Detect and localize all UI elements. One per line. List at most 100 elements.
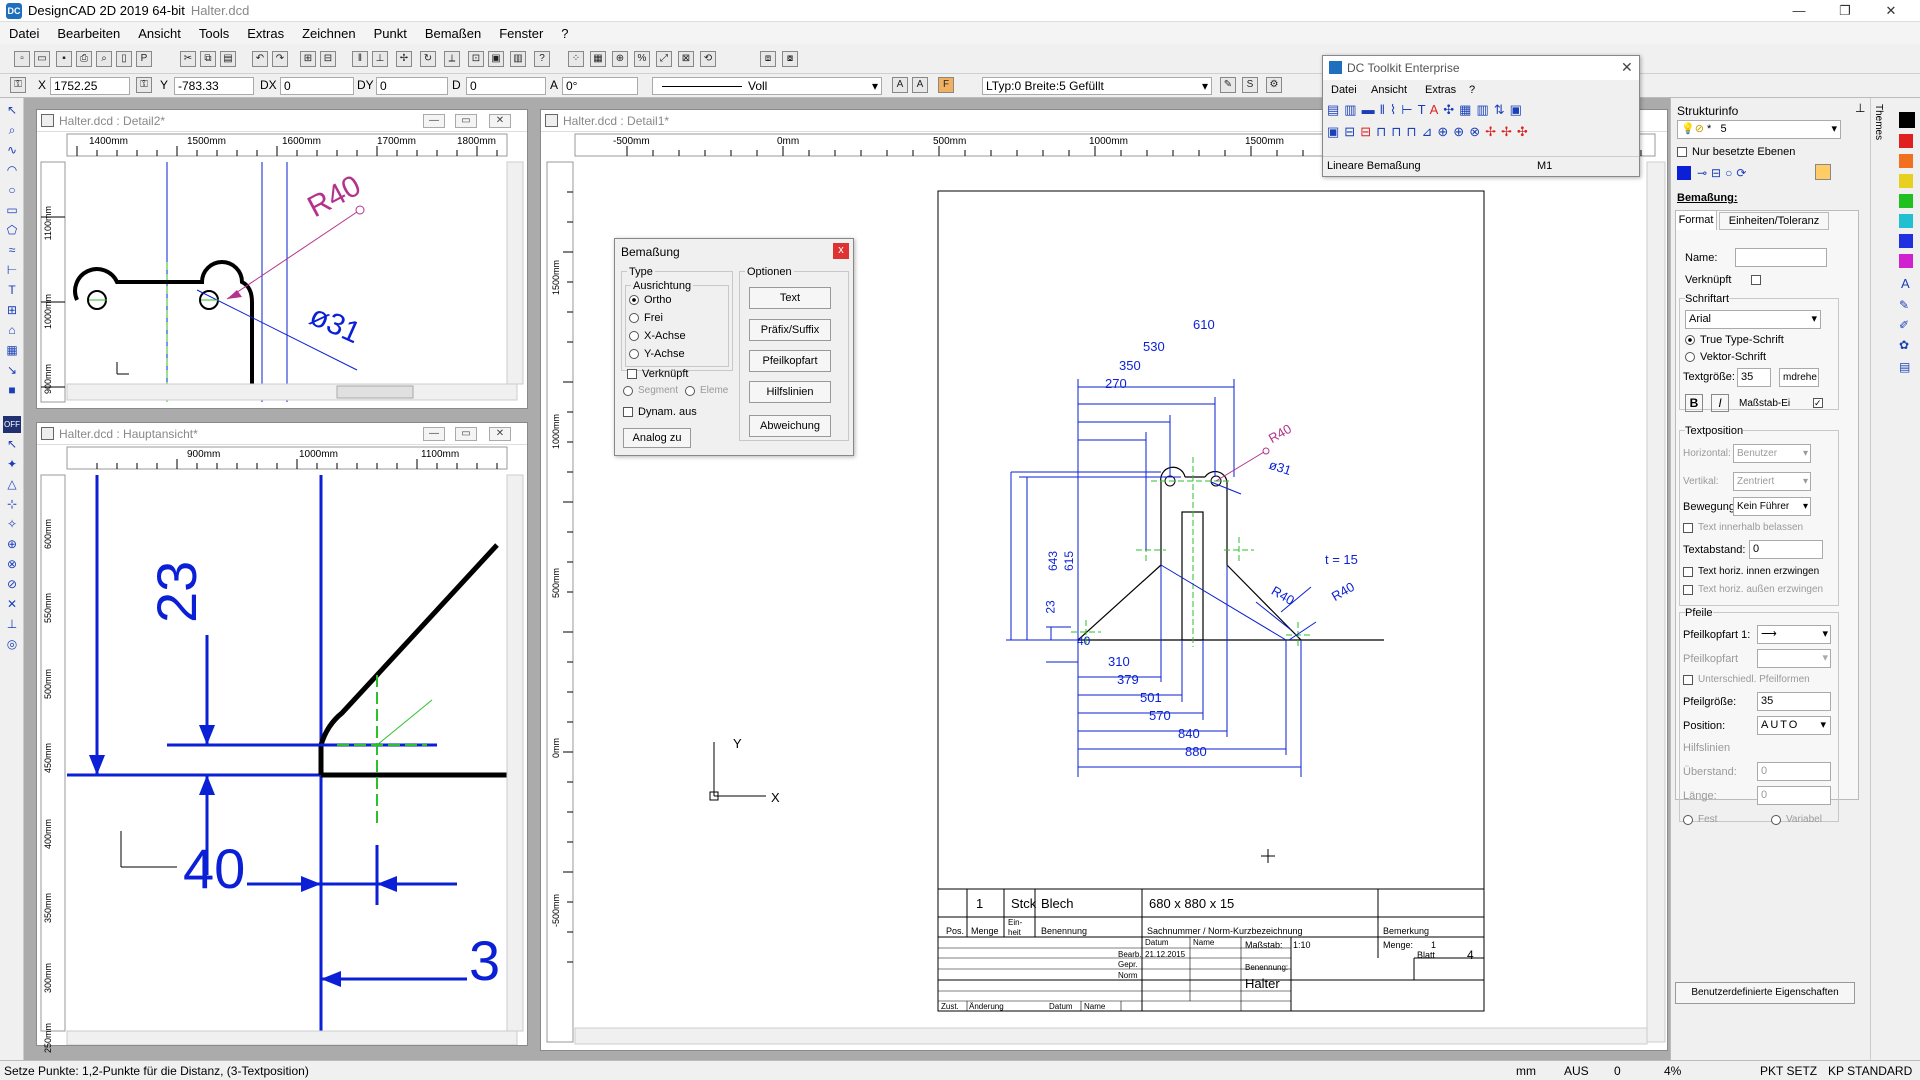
pen-icon[interactable]: ✎ (1899, 298, 1910, 312)
x-field[interactable]: 1752.25 (50, 77, 130, 95)
menu-extras[interactable]: Extras (247, 25, 285, 41)
undo-icon[interactable]: ↶ (252, 51, 268, 67)
measure-icon[interactable]: ↘ (6, 363, 18, 377)
linetype-select[interactable]: LTyp:0 Breite:5 Gefüllt▾ (982, 77, 1212, 95)
snap-tool-icon[interactable]: ✦ (6, 457, 18, 471)
end-icon[interactable]: ⊗ (6, 557, 18, 571)
detail2-canvas[interactable] (37, 132, 527, 408)
layers-icon[interactable]: ▤ (1899, 360, 1911, 374)
ungroup-icon[interactable]: ⧇ (782, 51, 798, 67)
close-icon[interactable]: x (833, 243, 849, 259)
off-icon[interactable]: OFF (3, 416, 21, 433)
export-icon[interactable]: P (136, 51, 152, 67)
ueberstand-input[interactable]: 0 (1757, 762, 1831, 781)
copy-icon[interactable]: ⧉ (200, 51, 216, 67)
minimize-icon[interactable]: — (423, 427, 445, 441)
intersect-icon[interactable]: ✕ (6, 597, 18, 611)
menu-help[interactable]: ? (561, 25, 569, 41)
nur-besetzte-checkbox[interactable]: Nur besetzte Ebenen (1677, 146, 1795, 158)
massstab-checkbox[interactable]: ✓ (1813, 398, 1823, 408)
menu-punkt[interactable]: Punkt (373, 25, 407, 41)
radio-variabel[interactable]: Variabel (1771, 814, 1822, 825)
grid-icon[interactable]: ⊕ (612, 51, 628, 67)
text-horiz-innen-checkbox[interactable]: Text horiz. innen erzwingen (1683, 566, 1819, 577)
print-icon[interactable]: ⎙ (76, 51, 92, 67)
pen-icon[interactable]: ✎ (1220, 77, 1236, 93)
menu-bemassen[interactable]: Bemaßen (424, 25, 482, 41)
mid-icon[interactable]: ⊘ (6, 577, 18, 591)
toolkit-row1-icons[interactable]: ▤▥▬‖⌇⊢TA✣▦▥⇅▣ (1327, 102, 1527, 117)
maximize-icon[interactable]: ❐ (1839, 3, 1851, 18)
pfeilkopfart2-select[interactable]: ▾ (1757, 649, 1831, 668)
maximize-icon[interactable]: ▭ (455, 427, 477, 441)
center-icon[interactable]: ⊕ (6, 537, 18, 551)
color-orange[interactable] (1899, 154, 1913, 168)
textgroesse-input[interactable]: 35 (1737, 368, 1771, 387)
tab-format[interactable]: Format (1675, 210, 1717, 230)
pfeilkopfart-button[interactable]: Pfeilkopfart (749, 350, 831, 372)
tab-einheiten[interactable]: Einheiten/Toleranz (1719, 212, 1829, 230)
horizontal-select[interactable]: Benutzer▾ (1733, 444, 1811, 463)
window-icon[interactable]: ▣ (488, 51, 504, 67)
info-icon[interactable]: ▥ (510, 51, 526, 67)
pfeilkopfart1-select[interactable]: ⟶▾ (1757, 625, 1831, 644)
color-swatch[interactable] (1677, 166, 1691, 180)
close-icon[interactable]: ✕ (489, 114, 511, 128)
color-yellow[interactable] (1899, 174, 1913, 188)
textabstand-input[interactable]: 0 (1749, 540, 1823, 559)
text-icon[interactable]: A (892, 77, 908, 93)
hauptansicht-window[interactable]: Halter.dcd : Hauptansicht* — ▭ ✕ (36, 422, 528, 1053)
menu-fenster[interactable]: Fenster (499, 25, 544, 41)
text-horiz-aussen-checkbox[interactable]: Text horiz. außen erzwingen (1683, 584, 1823, 595)
trim-icon[interactable]: ⊥ (372, 51, 388, 67)
toolkit-menu-ansicht[interactable]: Ansicht (1371, 84, 1408, 96)
pattern-icon[interactable]: ▦ (6, 343, 18, 357)
paste-icon[interactable]: ▤ (220, 51, 236, 67)
maximize-icon[interactable]: ▭ (455, 114, 477, 128)
layer-select[interactable]: 💡⊘ * 5▾ (1677, 120, 1841, 139)
polygon-icon[interactable]: ⬠ (6, 223, 18, 237)
parallel-icon[interactable]: ‖ (352, 51, 368, 67)
analog-zu-button[interactable]: Analog zu (623, 428, 691, 448)
name-input[interactable] (1735, 248, 1827, 267)
radio-segment[interactable]: Segment (623, 385, 678, 396)
text-tool-icon[interactable]: T (8, 283, 16, 297)
toolkit-menu-extras[interactable]: Extras (1425, 84, 1457, 96)
close-icon[interactable]: ✕ (1885, 3, 1897, 18)
toolkit-menu-help[interactable]: ? (1469, 84, 1476, 96)
dc-toolkit-window[interactable]: DC Toolkit Enterprise ✕ Datei Ansicht Ex… (1322, 55, 1640, 177)
radio-truetype[interactable]: True Type-Schrift (1685, 334, 1784, 346)
verknuepft-struct-checkbox[interactable]: Verknüpft (1685, 274, 1766, 286)
radio-y-achse[interactable]: Y-Achse (629, 348, 685, 360)
minimize-icon[interactable]: — (1792, 3, 1806, 18)
themes-label[interactable]: Themes (1873, 104, 1884, 141)
zoom-window-icon[interactable]: ⊠ (678, 51, 694, 67)
radio-ortho[interactable]: Ortho (629, 294, 672, 306)
line-icon[interactable]: ∿ (6, 143, 18, 157)
group-icon[interactable]: ⧈ (760, 51, 776, 67)
radio-frei[interactable]: Frei (629, 312, 663, 324)
bold-button[interactable]: B (1685, 394, 1703, 412)
copy-block-icon[interactable]: ⊞ (300, 51, 316, 67)
paste-block-icon[interactable]: ⊟ (320, 51, 336, 67)
praefix-button[interactable]: Präfix/Suffix (749, 319, 831, 341)
laenge-input[interactable]: 0 (1757, 786, 1831, 805)
fill-tool-icon[interactable]: ■ (8, 383, 16, 397)
s-icon[interactable]: S (1242, 77, 1258, 93)
hatch-icon[interactable]: ⊞ (6, 303, 18, 317)
verknuepft-checkbox[interactable]: Verknüpft (627, 368, 688, 380)
bemassung-dialog[interactable]: Bemaßung x Type Ausrichtung Ortho Frei X… (614, 238, 854, 456)
bewegung-select[interactable]: Kein Führer▾ (1733, 497, 1811, 516)
dx-field[interactable]: 0 (280, 77, 354, 95)
cut-icon[interactable]: ✂ (180, 51, 196, 67)
move-icon[interactable]: ✢ (396, 51, 412, 67)
lock-y-icon[interactable]: ⚿ (136, 77, 152, 93)
menu-tools[interactable]: Tools (198, 25, 230, 41)
menu-bearbeiten[interactable]: Bearbeiten (57, 25, 121, 41)
tangent-icon[interactable]: ◎ (6, 637, 18, 651)
property-icon[interactable] (1815, 164, 1831, 180)
open-icon[interactable]: ▭ (34, 51, 50, 67)
abweichung-button[interactable]: Abweichung (749, 415, 831, 437)
color-cyan[interactable] (1899, 214, 1913, 228)
benutzerdefinierte-button[interactable]: Benutzerdefinierte Eigenschaften (1675, 982, 1855, 1004)
